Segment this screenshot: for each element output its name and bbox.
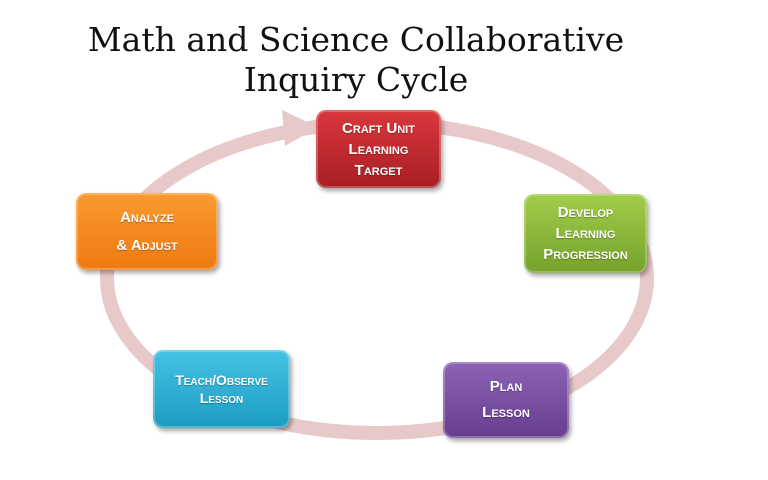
step-label: Learning xyxy=(348,140,409,158)
step-label: Lesson xyxy=(482,404,530,421)
step-label: & Adjust xyxy=(116,236,178,254)
step-label: Teach/Observe xyxy=(175,372,268,388)
step-label: Craft Unit xyxy=(342,119,415,137)
step-label: Lesson xyxy=(199,390,244,406)
title-line-2: Inquiry Cycle xyxy=(243,60,469,99)
cycle-arrowhead-icon xyxy=(282,110,318,146)
step-label: Target xyxy=(354,161,403,179)
step-label: Progression xyxy=(543,246,628,263)
title-line-1: Math and Science Collaborative xyxy=(87,20,625,59)
step-label: Learning xyxy=(555,225,616,242)
step-label: Develop xyxy=(557,204,614,221)
step-label: Plan xyxy=(489,378,523,395)
step-label: Analyze xyxy=(120,208,174,226)
step-analyze-adjust: Analyze & Adjust xyxy=(76,193,218,270)
